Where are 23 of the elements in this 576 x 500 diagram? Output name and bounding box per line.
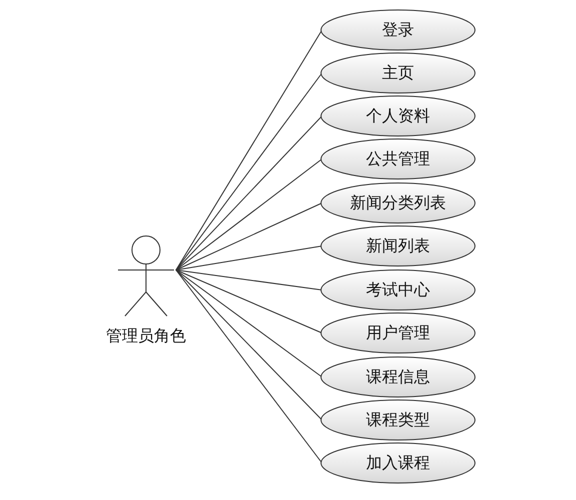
- association-line: [176, 270, 322, 464]
- use-case-ellipse: 登录: [320, 9, 476, 51]
- association-line: [176, 270, 322, 420]
- actor-name: 管理员角色: [105, 326, 187, 347]
- use-case-ellipse: 课程类型: [320, 399, 476, 441]
- association-line: [176, 246, 322, 270]
- association-line: [176, 30, 322, 270]
- use-case-ellipse: 考试中心: [320, 269, 476, 311]
- association-line: [176, 270, 322, 378]
- association-line: [176, 270, 322, 334]
- use-case-ellipse: 加入课程: [320, 442, 476, 484]
- use-case-ellipse: 新闻列表: [320, 225, 476, 267]
- association-line: [176, 202, 322, 270]
- use-case-ellipse: 主页: [320, 52, 476, 94]
- association-line: [176, 158, 322, 270]
- use-case-ellipse: 新闻分类列表: [320, 182, 476, 224]
- use-case-ellipse: 个人资料: [320, 95, 476, 137]
- association-line: [176, 270, 322, 290]
- use-case-ellipse: 课程信息: [320, 356, 476, 398]
- association-line: [176, 116, 322, 270]
- association-line: [176, 72, 322, 270]
- use-case-ellipse: 公共管理: [320, 138, 476, 180]
- use-case-ellipse: 用户管理: [320, 312, 476, 354]
